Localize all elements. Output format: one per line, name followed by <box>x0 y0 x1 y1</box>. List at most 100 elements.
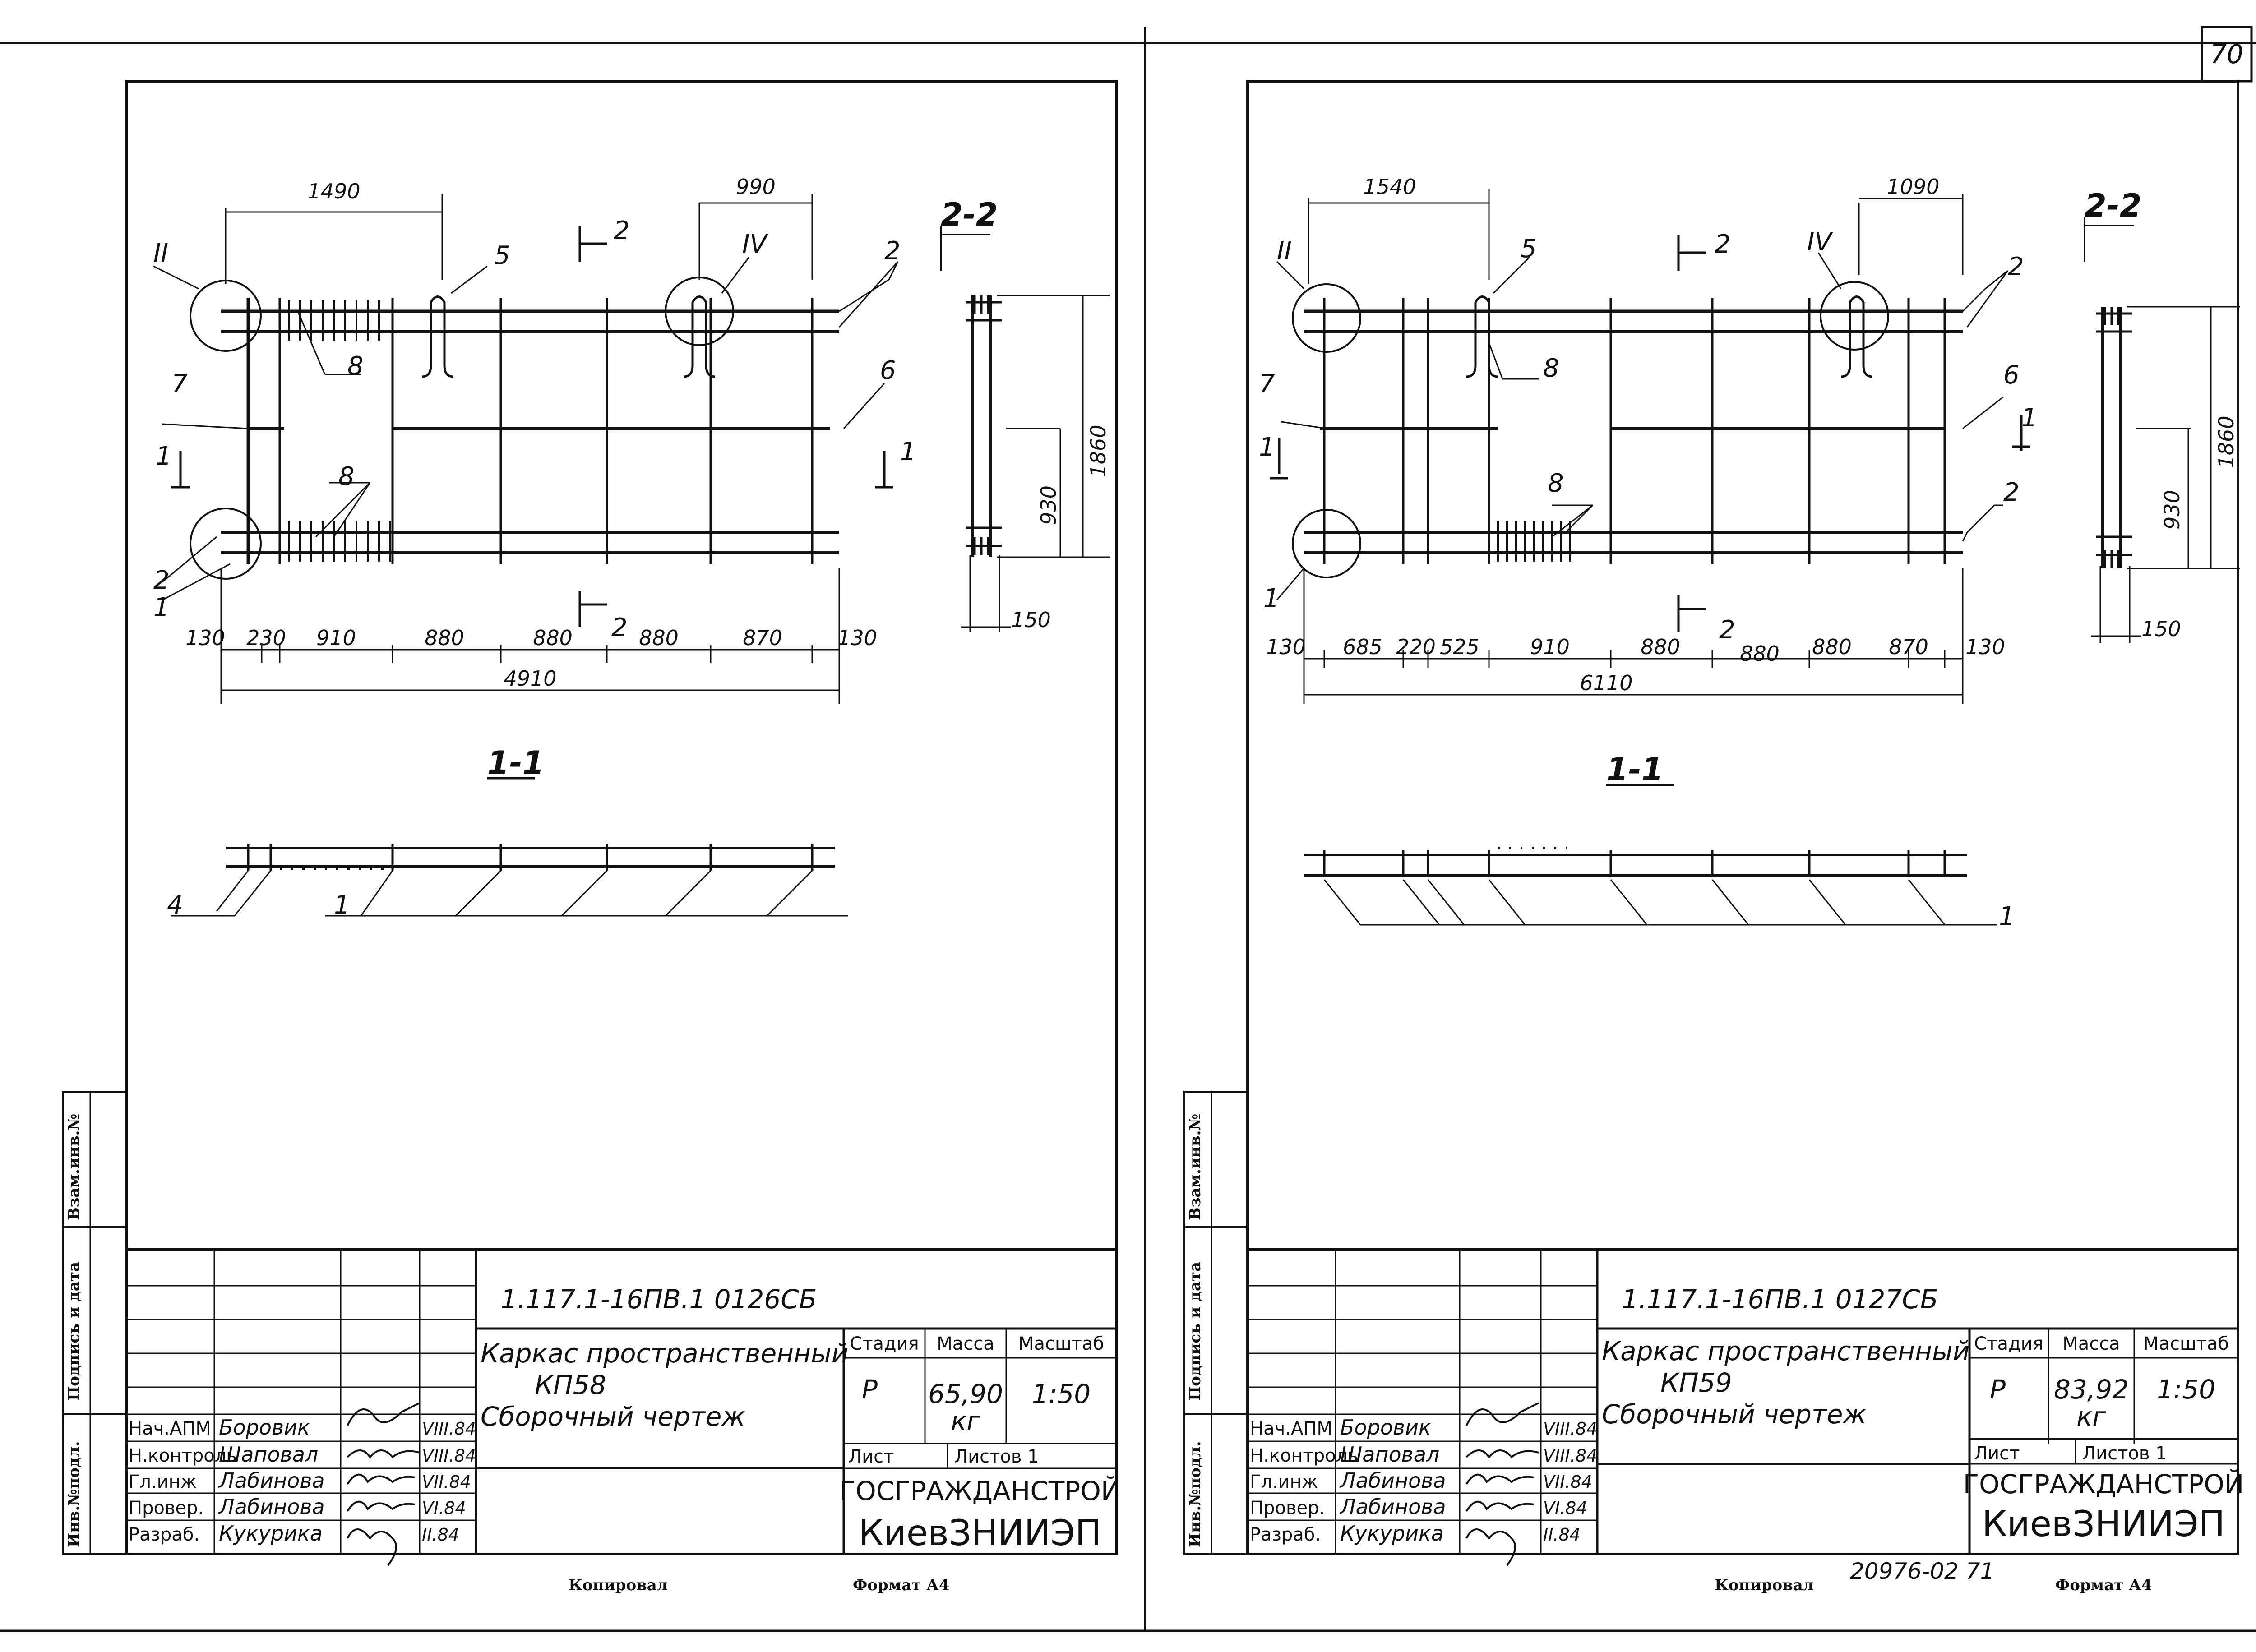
name-2: Шаповал <box>1340 1442 1439 1467</box>
dim-b6: 880 <box>1641 635 1680 659</box>
sheet-left: Взам.инв.№ Подпись и дата Инв.№подл. <box>62 80 1120 1594</box>
hdr-mass: Масса <box>937 1334 994 1354</box>
dim-sec-2: 930 <box>1036 485 1061 525</box>
dim-top-2: 990 <box>736 175 776 199</box>
date-3: VII.84 <box>1543 1472 1592 1492</box>
marker-II: II <box>1277 236 1292 266</box>
title-line1: Каркас пространственный <box>1602 1336 1969 1366</box>
stage-value: Р <box>862 1374 878 1405</box>
title-block <box>125 1248 1118 1555</box>
date-1: VIII.84 <box>1543 1419 1597 1439</box>
marker-IV: IV <box>1807 227 1834 257</box>
cut-2-bottom: 2 <box>1719 615 1735 645</box>
signature-rows: Нач.АПМ Н.контроль Гл.инж Провер. Разраб… <box>1250 1402 1597 1566</box>
cut-1-left: 1 <box>156 442 172 471</box>
footer-copied: Копировал <box>569 1576 668 1594</box>
date-1: VIII.84 <box>422 1419 476 1439</box>
dim-b5: 910 <box>1530 635 1570 659</box>
marker-1c: 1 <box>1999 902 2015 931</box>
side-label-a: Взам.инв.№ <box>65 1114 83 1220</box>
marker-2a: 2 <box>884 236 901 266</box>
hdr-stage: Стадия <box>1974 1334 2043 1354</box>
plan-view <box>153 194 899 704</box>
footer-format: Формат А4 <box>2055 1576 2152 1594</box>
dim-top-2: 1090 <box>1886 175 1939 199</box>
name-5: Кукурика <box>1340 1521 1444 1546</box>
name-1: Боровик <box>1340 1415 1431 1440</box>
dim-sec-3: 150 <box>1011 608 1051 632</box>
date-2: VIII.84 <box>422 1446 476 1466</box>
dim-top-1: 1490 <box>307 179 360 203</box>
section-2-2 <box>940 226 1110 632</box>
cut-2-bottom: 2 <box>611 613 628 642</box>
date-5: II.84 <box>422 1525 459 1545</box>
name-2: Шаповал <box>219 1442 318 1467</box>
dim-b10: 130 <box>1965 635 2005 659</box>
role-5: Разраб. <box>1250 1524 1321 1545</box>
signature-rows: Нач.АПМ Н.контроль Гл.инж Провер. Разраб… <box>129 1402 476 1566</box>
marker-6: 6 <box>880 356 896 385</box>
footer-format: Формат А4 <box>853 1576 950 1594</box>
date-4: VI.84 <box>422 1498 466 1518</box>
role-4: Провер. <box>129 1498 203 1518</box>
dim-b2: 685 <box>1343 635 1382 659</box>
marker-7: 7 <box>171 369 188 399</box>
marker-II: II <box>153 239 168 268</box>
section-1-1 <box>1304 784 1997 926</box>
section-title-1-1: 1-1 <box>487 744 544 781</box>
mass-unit: кг <box>2076 1401 2106 1432</box>
dim-b5: 880 <box>533 626 573 650</box>
cut-1-right: 1 <box>2021 403 2038 433</box>
section-title-1-1: 1-1 <box>1606 751 1663 788</box>
footer-copied: Копировал <box>1715 1576 1814 1594</box>
name-3: Лабинова <box>218 1468 325 1493</box>
hdr-scale: Масштаб <box>2143 1334 2229 1354</box>
marker-2b: 2 <box>153 566 170 595</box>
date-3: VII.84 <box>422 1472 471 1492</box>
date-5: II.84 <box>1543 1525 1581 1545</box>
cut-2-top: 2 <box>1715 230 1731 259</box>
dim-b3: 910 <box>316 626 356 650</box>
dim-b1: 130 <box>1266 635 1306 659</box>
dim-b6: 880 <box>639 626 679 650</box>
hdr-stage: Стадия <box>850 1334 919 1354</box>
marker-8b: 8 <box>338 462 355 491</box>
org-name-1: ГОСГРАЖДАНСТРОЙ <box>1963 1468 2244 1500</box>
dim-b9: 870 <box>1889 635 1928 659</box>
dim-b3: 220 <box>1396 635 1436 659</box>
section-1-1 <box>171 777 848 917</box>
dim-b2: 230 <box>246 626 286 650</box>
org-name-2: КиевЗНИИЭП <box>1982 1504 2225 1545</box>
drawing-code: 1.117.1-16ПВ.1 0127СБ <box>1622 1284 1938 1315</box>
title-line1: Каркас пространственный <box>481 1338 848 1369</box>
dim-b7: 870 <box>743 626 782 650</box>
title-line3: Сборочный чертеж <box>1602 1399 1867 1430</box>
hdr-scale: Масштаб <box>1018 1334 1104 1354</box>
date-4: VI.84 <box>1543 1498 1587 1518</box>
drawing-code: 1.117.1-16ПВ.1 0126СБ <box>500 1284 817 1315</box>
cut-2-top: 2 <box>614 216 630 245</box>
title-line3: Сборочный чертеж <box>481 1401 745 1432</box>
dim-b8: 130 <box>837 626 877 650</box>
section-title-2-2: 2-2 <box>2085 187 2141 224</box>
sheets-label: Листов 1 <box>2082 1443 2167 1464</box>
plan-view <box>1270 189 2030 704</box>
footer-stamp: 20976-02 71 <box>1850 1558 1994 1584</box>
marker-8a: 8 <box>1543 354 1559 383</box>
dim-b1: 130 <box>185 626 225 650</box>
marker-1b: 1 <box>153 593 170 622</box>
page-number: 70 <box>2210 39 2243 69</box>
hdr-mass: Масса <box>2062 1334 2120 1354</box>
role-4: Провер. <box>1250 1498 1325 1518</box>
dim-top-1: 1540 <box>1363 175 1416 199</box>
dim-sec-2: 930 <box>2160 490 2184 530</box>
dim-sec-1: 1860 <box>2214 415 2238 468</box>
mass-unit: кг <box>951 1406 980 1436</box>
date-2: VIII.84 <box>1543 1446 1597 1466</box>
role-3: Гл.инж <box>129 1472 197 1492</box>
role-1: Нач.АПМ <box>129 1418 211 1439</box>
marker-2b: 2 <box>2003 478 2020 507</box>
name-4: Лабинова <box>1339 1495 1446 1519</box>
side-label-a: Взам.инв.№ <box>1186 1114 1204 1220</box>
